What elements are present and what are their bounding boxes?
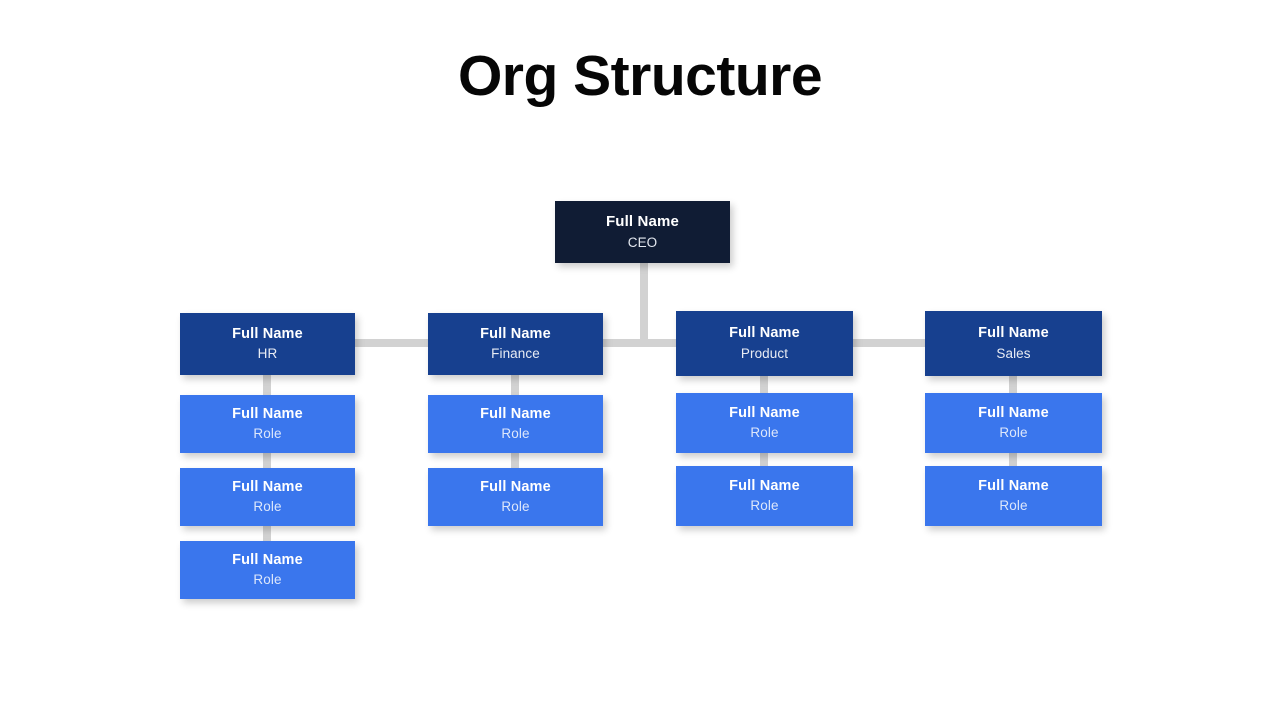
connector-hr-2 [263,444,271,472]
node-role: Finance [491,346,540,362]
node-report-product-2[interactable]: Full Name Role [676,466,853,526]
node-name: Full Name [232,405,303,422]
connector-finance-2 [511,444,519,472]
node-role: Role [253,426,282,442]
node-name: Full Name [232,551,303,568]
node-report-sales-2[interactable]: Full Name Role [925,466,1102,526]
node-name: Full Name [978,477,1049,494]
node-name: Full Name [605,213,680,231]
node-role: Role [253,572,282,588]
node-role: Role [501,426,530,442]
node-ceo[interactable]: Full Name CEO [555,201,730,263]
node-report-finance-1[interactable]: Full Name Role [428,395,603,453]
node-report-product-1[interactable]: Full Name Role [676,393,853,453]
node-name: Full Name [232,478,303,495]
node-role: Sales [996,345,1031,361]
connector-spine-hr-finance [348,339,434,347]
node-role: Role [999,498,1028,514]
node-dept-hr[interactable]: Full Name HR [180,313,355,375]
node-report-hr-1[interactable]: Full Name Role [180,395,355,453]
node-name: Full Name [480,325,551,342]
connector-spine-finance-product [597,339,682,347]
node-role: HR [257,346,278,362]
node-dept-sales[interactable]: Full Name Sales [925,311,1102,376]
connector-product-2 [760,441,768,469]
node-role: Product [740,345,789,361]
node-dept-finance[interactable]: Full Name Finance [428,313,603,375]
connector-finance-1 [511,370,519,398]
node-role: Role [253,499,282,515]
node-report-hr-3[interactable]: Full Name Role [180,541,355,599]
node-name: Full Name [729,325,800,342]
node-role: Role [750,498,779,514]
connector-sales-2 [1009,441,1017,469]
node-name: Full Name [978,404,1049,421]
node-name: Full Name [480,405,551,422]
connector-hr-1 [263,370,271,398]
node-name: Full Name [729,477,800,494]
page-title: Org Structure [457,44,823,108]
node-name: Full Name [480,478,551,495]
connector-sales-1 [1009,368,1017,396]
node-role: Role [999,425,1028,441]
node-dept-product[interactable]: Full Name Product [676,311,853,376]
node-name: Full Name [729,404,800,421]
node-role: CEO [627,234,658,250]
node-name: Full Name [978,325,1049,342]
connector-hr-3 [263,517,271,545]
connector-product-1 [760,368,768,396]
node-role: Role [501,499,530,515]
node-role: Role [750,425,779,441]
node-report-hr-2[interactable]: Full Name Role [180,468,355,526]
node-name: Full Name [232,325,303,342]
node-report-finance-2[interactable]: Full Name Role [428,468,603,526]
node-report-sales-1[interactable]: Full Name Role [925,393,1102,453]
connector-spine-product-sales [847,339,931,347]
connector-ceo-stem [640,258,648,346]
